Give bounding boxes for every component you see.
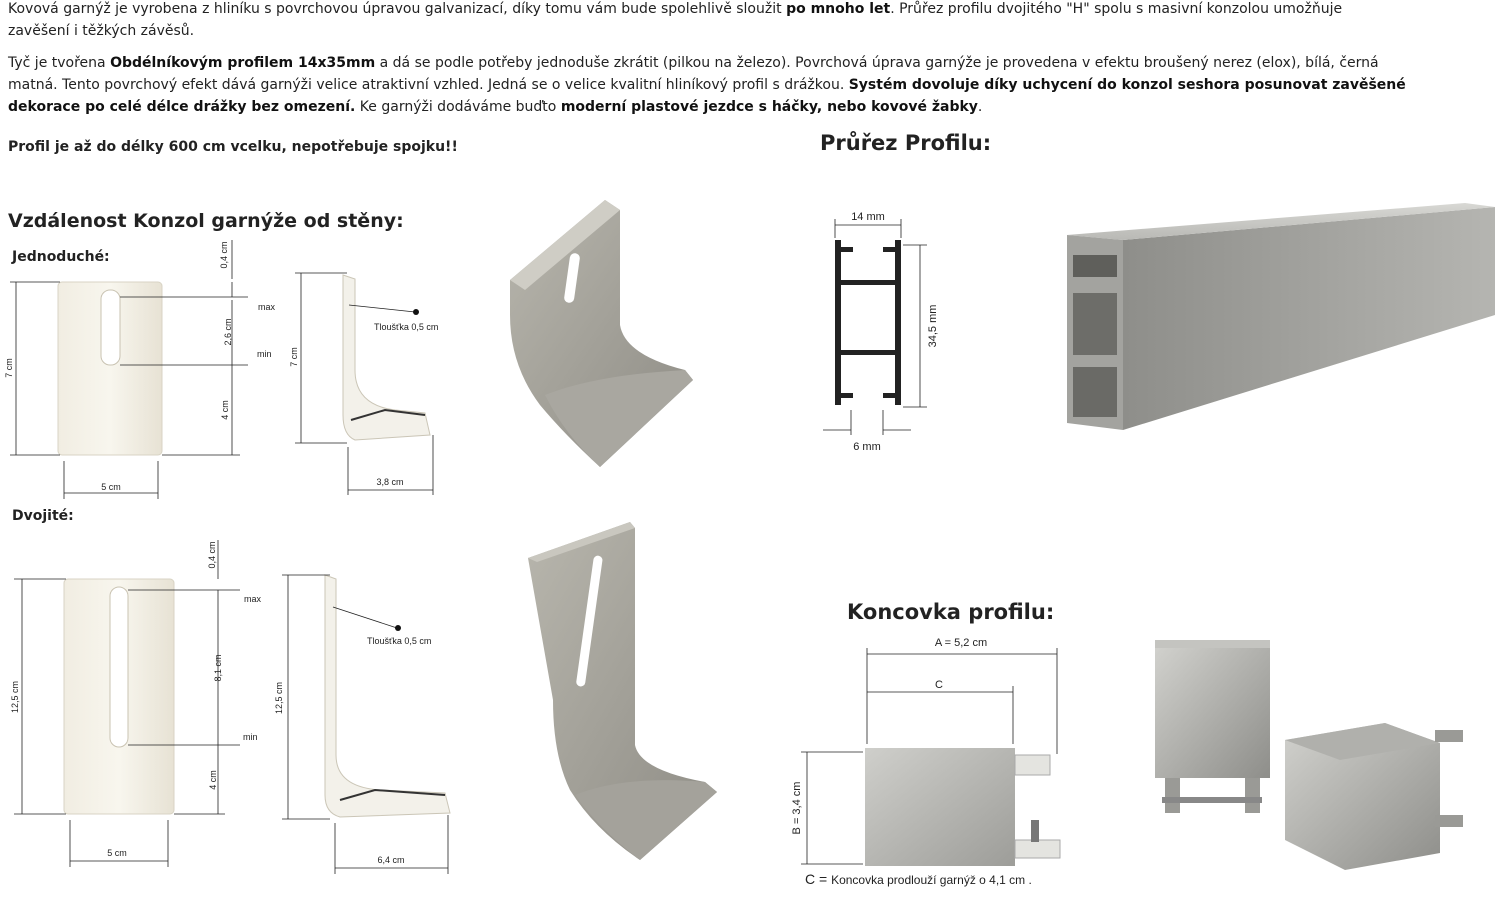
endcap-b-label: B = 3,4 cm xyxy=(791,782,803,835)
intro-text: a dá se podle potřeby jednoduše zkrátit … xyxy=(8,55,1379,93)
endcap-caption-c: C = xyxy=(805,871,832,887)
min-label: min xyxy=(243,732,258,742)
min-label: min xyxy=(257,349,272,359)
intro-text: . Průřez profilu dvojitého "H" spolu s m… xyxy=(8,1,1343,39)
top-gap-label: 0,4 cm xyxy=(219,241,229,268)
bracket-slot xyxy=(100,289,121,366)
profile-heading: Průřez Profilu: xyxy=(820,131,992,155)
intro-emphasis: moderní plastové jezdce s háčky, nebo ko… xyxy=(560,99,978,115)
intro-paragraph-2: Tyč je tvořena Obdélníkovým profilem 14x… xyxy=(8,52,1408,118)
double-bracket-heading: Dvojité: xyxy=(12,508,74,524)
profile-cross-section-diagram: 14 mm 34,5 mm 6 mm xyxy=(823,211,939,453)
endcap-front-piece xyxy=(1155,643,1270,778)
endcap-caption: C = Koncovka prodlouží garnýž o 4,1 cm . xyxy=(805,871,1032,889)
side-height-label: 12,5 cm xyxy=(274,682,284,714)
endcap-c-label: C xyxy=(935,679,943,691)
bracket-slot xyxy=(109,586,129,748)
endcap-a-label: A = 5,2 cm xyxy=(935,637,987,649)
intro-emphasis: Systém dovoluje díky uchycení do konzol … xyxy=(8,77,1406,115)
endcap-photo xyxy=(1155,640,1463,870)
profile-width-label: 14 mm xyxy=(851,211,885,223)
bracket-side-shape xyxy=(324,574,451,818)
double-bracket-side-diagram: 12,5 cm Tloušťka 0,5 cm 6,4 cm xyxy=(274,574,451,874)
profile-rail-photo xyxy=(1067,203,1495,430)
depth-label: 6,4 cm xyxy=(377,855,404,865)
bracket-plate xyxy=(57,281,163,456)
thickness-label: Tloušťka 0,5 cm xyxy=(367,636,431,646)
bracket-side-shape xyxy=(342,274,431,441)
max-label: max xyxy=(244,594,262,604)
top-gap-label: 0,4 cm xyxy=(207,541,217,568)
double-bracket-photo xyxy=(528,522,717,860)
width-label: 5 cm xyxy=(107,848,127,858)
endcap-diagram: A = 5,2 cm C B = 3,4 cm xyxy=(791,637,1061,866)
lower-height-label: 4 cm xyxy=(220,400,230,420)
endcap-heading: Koncovka profilu: xyxy=(847,600,1055,624)
intro-paragraph-3: Profil je až do délky 600 cm vcelku, nep… xyxy=(8,139,458,155)
lower-height-label: 4 cm xyxy=(208,770,218,790)
height-label: 7 cm xyxy=(4,358,14,378)
slot-length-label: 2,6 cm xyxy=(223,318,233,345)
max-label: max xyxy=(258,302,276,312)
thickness-label: Tloušťka 0,5 cm xyxy=(374,322,438,332)
rail-face xyxy=(1123,207,1495,430)
side-height-label: 7 cm xyxy=(289,347,299,367)
intro-text: . xyxy=(977,99,983,115)
double-bracket-front-diagram: 12,5 cm 0,4 cm 8,1 cm 4 cm max min 5 cm xyxy=(10,540,262,867)
intro-text: Kovová garnýž je vyrobena z hliníku s po… xyxy=(8,1,787,17)
single-bracket-front-diagram: 7 cm 0,4 cm 2,6 cm 4 cm max min 5 cm xyxy=(4,240,276,499)
depth-label: 3,8 cm xyxy=(376,477,403,487)
profile-height-label: 34,5 mm xyxy=(927,305,939,348)
width-label: 5 cm xyxy=(101,482,121,492)
intro-emphasis: po mnoho let xyxy=(786,1,891,17)
endcap-caption-text: Koncovka prodlouží garnýž o 4,1 cm . xyxy=(831,873,1032,887)
profile-slot-label: 6 mm xyxy=(853,441,881,453)
intro-text: Ke garnýži dodáváme buďto xyxy=(355,99,561,115)
height-label: 12,5 cm xyxy=(10,681,20,713)
intro-emphasis: Obdélníkovým profilem 14x35mm xyxy=(110,55,376,71)
endcap-back-piece xyxy=(1285,723,1440,870)
slot-length-label: 8,1 cm xyxy=(213,654,223,681)
single-bracket-side-diagram: 7 cm Tloušťka 0,5 cm 3,8 cm xyxy=(289,272,438,495)
intro-text: Tyč je tvořena xyxy=(8,55,111,71)
endcap-shape xyxy=(865,748,1015,866)
intro-paragraph-1: Kovová garnýž je vyrobena z hliníku s po… xyxy=(8,0,1408,42)
single-bracket-photo xyxy=(510,200,693,467)
brackets-heading: Vzdálenost Konzol garnýže od stěny: xyxy=(8,210,404,232)
single-bracket-heading: Jednoduché: xyxy=(12,249,110,265)
